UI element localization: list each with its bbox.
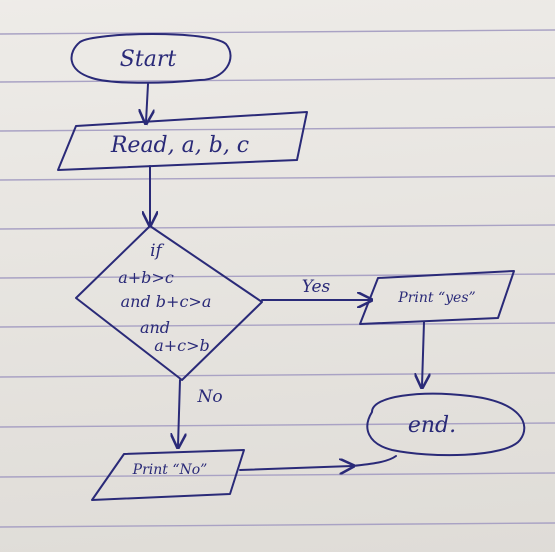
read-parallelogram [57, 111, 308, 171]
end-label: end. [408, 413, 456, 438]
edge-start-read [146, 83, 148, 122]
edge-no-end [239, 466, 352, 470]
print-yes-parallelogram [359, 270, 515, 325]
no-label: No [196, 387, 222, 407]
decision-diamond [75, 225, 263, 381]
end-oval [366, 392, 526, 457]
print-no-label: Print “No” [132, 462, 208, 478]
read-node: Read, a, b, c [57, 111, 308, 171]
decision-line-3: and b+c>a [121, 292, 212, 311]
print-yes-label: Print “yes” [397, 290, 475, 306]
print-yes-node: Print “yes” [359, 270, 515, 325]
ruled-lines [0, 29, 555, 528]
edge-decision-no [178, 379, 180, 446]
print-no-node: Print “No” [91, 449, 245, 501]
print-no-parallelogram [91, 449, 245, 501]
read-label: Read, a, b, c [110, 133, 249, 158]
end-node: end. [366, 392, 526, 457]
decision-line-1: if [150, 241, 164, 261]
edge-yes-end [422, 321, 424, 386]
decision-line-4: and [140, 318, 170, 337]
decision-line-2: a+b>c [118, 268, 174, 287]
decision-line-5: a+c>b [154, 336, 210, 355]
yes-label: Yes [302, 277, 331, 297]
start-label: Start [120, 47, 177, 72]
decision-node: if a+b>c and b+c>a and a+c>b [75, 225, 263, 381]
start-oval [70, 33, 232, 84]
edge-no-end-tail [351, 455, 397, 467]
start-node: Start [70, 33, 232, 84]
